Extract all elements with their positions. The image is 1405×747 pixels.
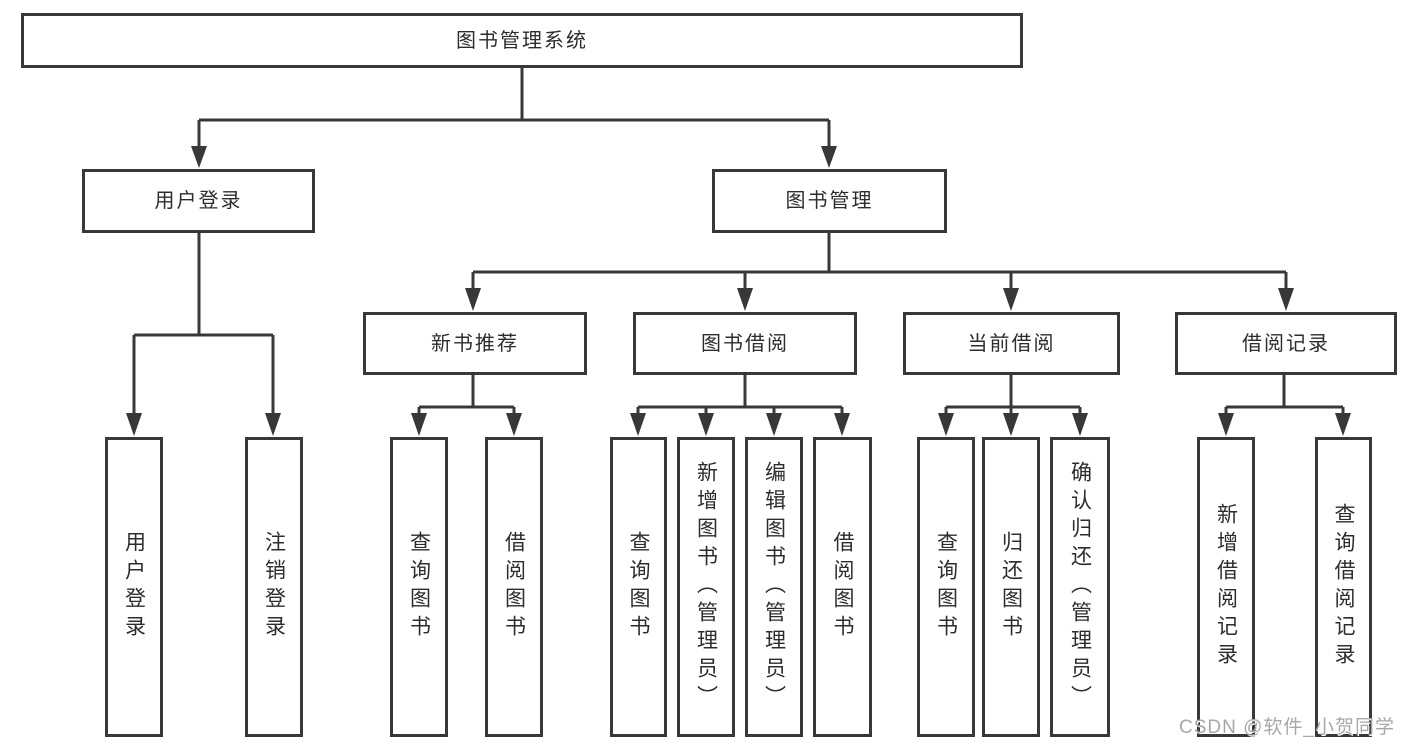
leaf-confirm-return-admin-label: 确认归还（管理员） — [1068, 461, 1092, 713]
leaf-add-book-admin-label: 新增图书（管理员） — [694, 461, 718, 713]
node-current-borrowing-label: 当前借阅 — [967, 332, 1056, 355]
leaf-query-books-current: 查询图书 — [917, 437, 975, 737]
leaf-add-borrow-record-label: 新增借阅记录 — [1214, 503, 1238, 671]
leaf-add-borrow-record: 新增借阅记录 — [1197, 437, 1255, 737]
node-book-management: 图书管理 — [712, 169, 947, 233]
node-user-login-label: 用户登录 — [154, 190, 243, 212]
leaf-query-books-borrowing-label: 查询图书 — [627, 531, 650, 643]
node-new-book-recommendation: 新书推荐 — [363, 312, 587, 375]
leaf-borrow-books-borrowing: 借阅图书 — [813, 437, 872, 737]
csdn-watermark: CSDN @软件_小贺同学 — [1179, 717, 1395, 738]
node-book-borrowing: 图书借阅 — [633, 312, 857, 375]
leaf-return-book-label: 归还图书 — [999, 531, 1023, 643]
node-borrowing-records-label: 借阅记录 — [1242, 332, 1330, 355]
leaf-add-book-admin: 新增图书（管理员） — [677, 437, 735, 737]
leaf-logout-label: 注销登录 — [262, 531, 286, 643]
node-user-login: 用户登录 — [82, 169, 315, 233]
leaf-query-borrow-record-label: 查询借阅记录 — [1332, 503, 1355, 671]
node-current-borrowing: 当前借阅 — [903, 312, 1120, 375]
leaf-return-book: 归还图书 — [982, 437, 1040, 737]
node-borrowing-records: 借阅记录 — [1175, 312, 1397, 375]
leaf-query-books-recommendation: 查询图书 — [390, 437, 448, 737]
leaf-query-borrow-record: 查询借阅记录 — [1315, 437, 1372, 737]
leaf-edit-book-admin: 编辑图书（管理员） — [745, 437, 803, 737]
node-root-label: 图书管理系统 — [456, 29, 588, 52]
leaf-logout: 注销登录 — [245, 437, 303, 737]
node-new-book-recommendation-label: 新书推荐 — [431, 332, 519, 355]
leaf-confirm-return-admin: 确认归还（管理员） — [1050, 437, 1110, 737]
leaf-borrow-books-recommendation: 借阅图书 — [485, 437, 543, 737]
leaf-borrow-books-recommendation-label: 借阅图书 — [502, 531, 526, 643]
leaf-query-books-recommendation-label: 查询图书 — [407, 531, 431, 643]
leaf-user-login: 用户登录 — [105, 437, 163, 737]
leaf-query-books-current-label: 查询图书 — [934, 531, 958, 643]
leaf-borrow-books-borrowing-label: 借阅图书 — [831, 531, 854, 643]
node-root: 图书管理系统 — [21, 13, 1023, 68]
leaf-query-books-borrowing: 查询图书 — [610, 437, 667, 737]
node-book-borrowing-label: 图书借阅 — [701, 332, 789, 355]
leaf-edit-book-admin-label: 编辑图书（管理员） — [762, 461, 786, 713]
node-book-management-label: 图书管理 — [785, 190, 874, 212]
leaf-user-login-label: 用户登录 — [122, 531, 146, 643]
